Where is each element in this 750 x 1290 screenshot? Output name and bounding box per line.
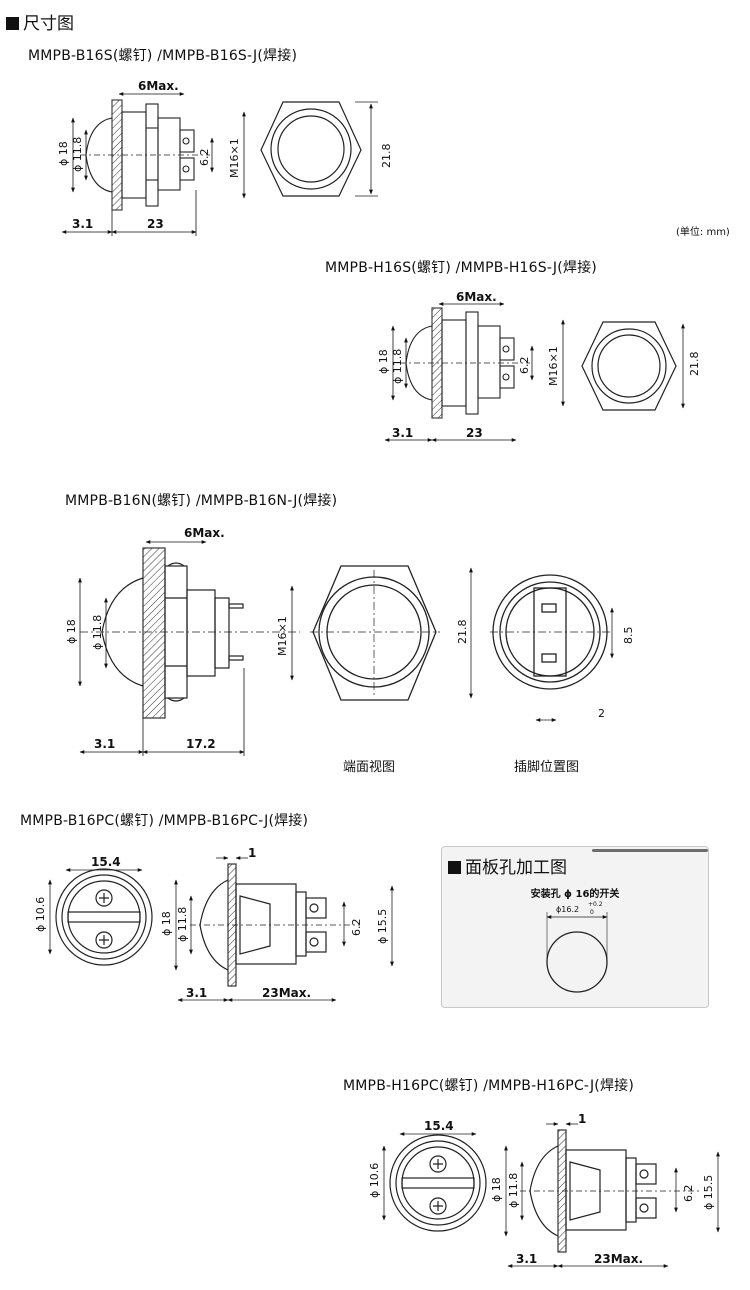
b16pc-d6-2-label: 6.2 (350, 919, 363, 937)
panel-hole-label: 安装孔 ϕ 16的开关 (530, 889, 620, 900)
b16n-side-view (80, 547, 300, 719)
h16pc-back-view (382, 1132, 487, 1232)
h16pc-side-view (504, 1122, 720, 1268)
h16pc-d15-5-label: ϕ 15.5 (702, 1175, 715, 1210)
b16s-d18-label: ϕ 18 (57, 141, 70, 166)
square-bullet-icon (448, 861, 461, 874)
h16s-d11-8-label: ϕ 11.8 (391, 349, 404, 384)
h16s-d21-8-label: 21.8 (688, 352, 701, 377)
h16pc-d6-2-label: 6.2 (682, 1185, 695, 1203)
b16pc-d15-5-label: ϕ 15.5 (376, 909, 389, 944)
unit-note: (单位: mm) (676, 227, 730, 238)
b16s-front-view (260, 101, 378, 197)
b16n-d3-1-label: 3.1 (94, 737, 115, 751)
b16pc-d3-1-label: 3.1 (186, 986, 207, 1000)
h16s-d3-1-label: 3.1 (392, 426, 413, 440)
model-label-b16n: MMPB-B16N(螺钉) /MMPB-B16N-J(焊接) (65, 493, 338, 509)
panel-accent-bar (592, 849, 708, 852)
h16pc-max23-label: 23Max. (594, 1252, 643, 1266)
b16s-d11-8-label: ϕ 11.8 (71, 137, 84, 172)
h16pc-d10-6-label: ϕ 10.6 (368, 1163, 381, 1198)
b16pc-max23-label: 23Max. (262, 986, 311, 1000)
h16s-d18-label: ϕ 18 (377, 349, 390, 374)
b16n-m16-label: M16×1 (276, 616, 289, 656)
panel-title-text: 面板孔加工图 (465, 858, 567, 878)
panel-title: 面板孔加工图 (448, 853, 567, 878)
h16s-d6-2-label: 6.2 (518, 357, 531, 375)
b16pc-d11-8-label: ϕ 11.8 (176, 907, 189, 942)
b16pc-d15-4-label: 15.4 (91, 855, 121, 869)
h16s-d23-label: 23 (466, 426, 483, 440)
b16s-d6-2-label: 6.2 (198, 149, 211, 167)
panel-hole-dim: ϕ16.2 (556, 905, 579, 914)
square-bullet-icon (6, 17, 19, 30)
b16n-d18-label: ϕ 18 (65, 619, 78, 644)
panel-tol-plus: +0.2 (588, 901, 603, 908)
h16pc-d11-8-label: ϕ 11.8 (507, 1173, 520, 1208)
panel-hole-drawing (546, 912, 608, 993)
b16pc-d1-label: 1 (248, 846, 256, 860)
panel-tol-minus: 0 (590, 909, 594, 916)
caption-pin-view: 插脚位置图 (514, 760, 580, 775)
panel-cutout-box: 面板孔加工图 安装孔 ϕ 16的开关 (441, 846, 709, 1008)
b16n-dimensions (78, 540, 294, 756)
b16s-side-view (80, 99, 210, 211)
b16s-max6-label: 6Max. (138, 79, 179, 93)
h16s-front-view (581, 321, 685, 411)
h16pc-d15-4-label: 15.4 (424, 1119, 454, 1133)
b16pc-side-view (174, 856, 394, 1002)
b16n-d21-8-label: 21.8 (456, 620, 469, 645)
b16n-d17-2-label: 17.2 (186, 737, 216, 751)
h16s-dimensions (384, 302, 565, 442)
b16pc-d10-6-label: ϕ 10.6 (34, 897, 47, 932)
b16s-dimensions (61, 92, 246, 236)
h16pc-d1-label: 1 (578, 1112, 586, 1126)
b16s-d21-8-label: 21.8 (380, 144, 393, 169)
b16s-d3-1-label: 3.1 (72, 217, 93, 231)
b16n-max6-label: 6Max. (184, 526, 225, 540)
h16pc-d3-1-label: 3.1 (516, 1252, 537, 1266)
b16n-front-view (310, 565, 473, 701)
b16n-pin-view (490, 574, 614, 722)
model-label-b16s: MMPB-B16S(螺钉) /MMPB-B16S-J(焊接) (28, 48, 298, 64)
b16s-m16-label: M16×1 (228, 138, 241, 178)
b16n-d8-5-label: 8.5 (622, 627, 635, 645)
h16s-max6-label: 6Max. (456, 290, 497, 304)
model-label-h16pc: MMPB-H16PC(螺钉) /MMPB-H16PC-J(焊接) (343, 1078, 635, 1094)
h16pc-d18-label: ϕ 18 (490, 1177, 503, 1202)
b16n-d2-label: 2 (598, 707, 605, 720)
section-title: 尺寸图 (6, 9, 74, 34)
h16s-m16-label: M16×1 (547, 346, 560, 386)
section-title-text: 尺寸图 (23, 14, 74, 34)
b16s-d23-label: 23 (147, 217, 164, 231)
model-label-b16pc: MMPB-B16PC(螺钉) /MMPB-B16PC-J(焊接) (20, 813, 309, 829)
h16s-side-view (400, 307, 530, 419)
model-label-h16s: MMPB-H16S(螺钉) /MMPB-H16S-J(焊接) (325, 260, 597, 276)
caption-end-view: 端面视图 (343, 760, 396, 775)
b16n-d11-8-label: ϕ 11.8 (91, 615, 104, 650)
b16pc-d18-label: ϕ 18 (160, 911, 173, 936)
b16pc-back-view (48, 868, 153, 966)
